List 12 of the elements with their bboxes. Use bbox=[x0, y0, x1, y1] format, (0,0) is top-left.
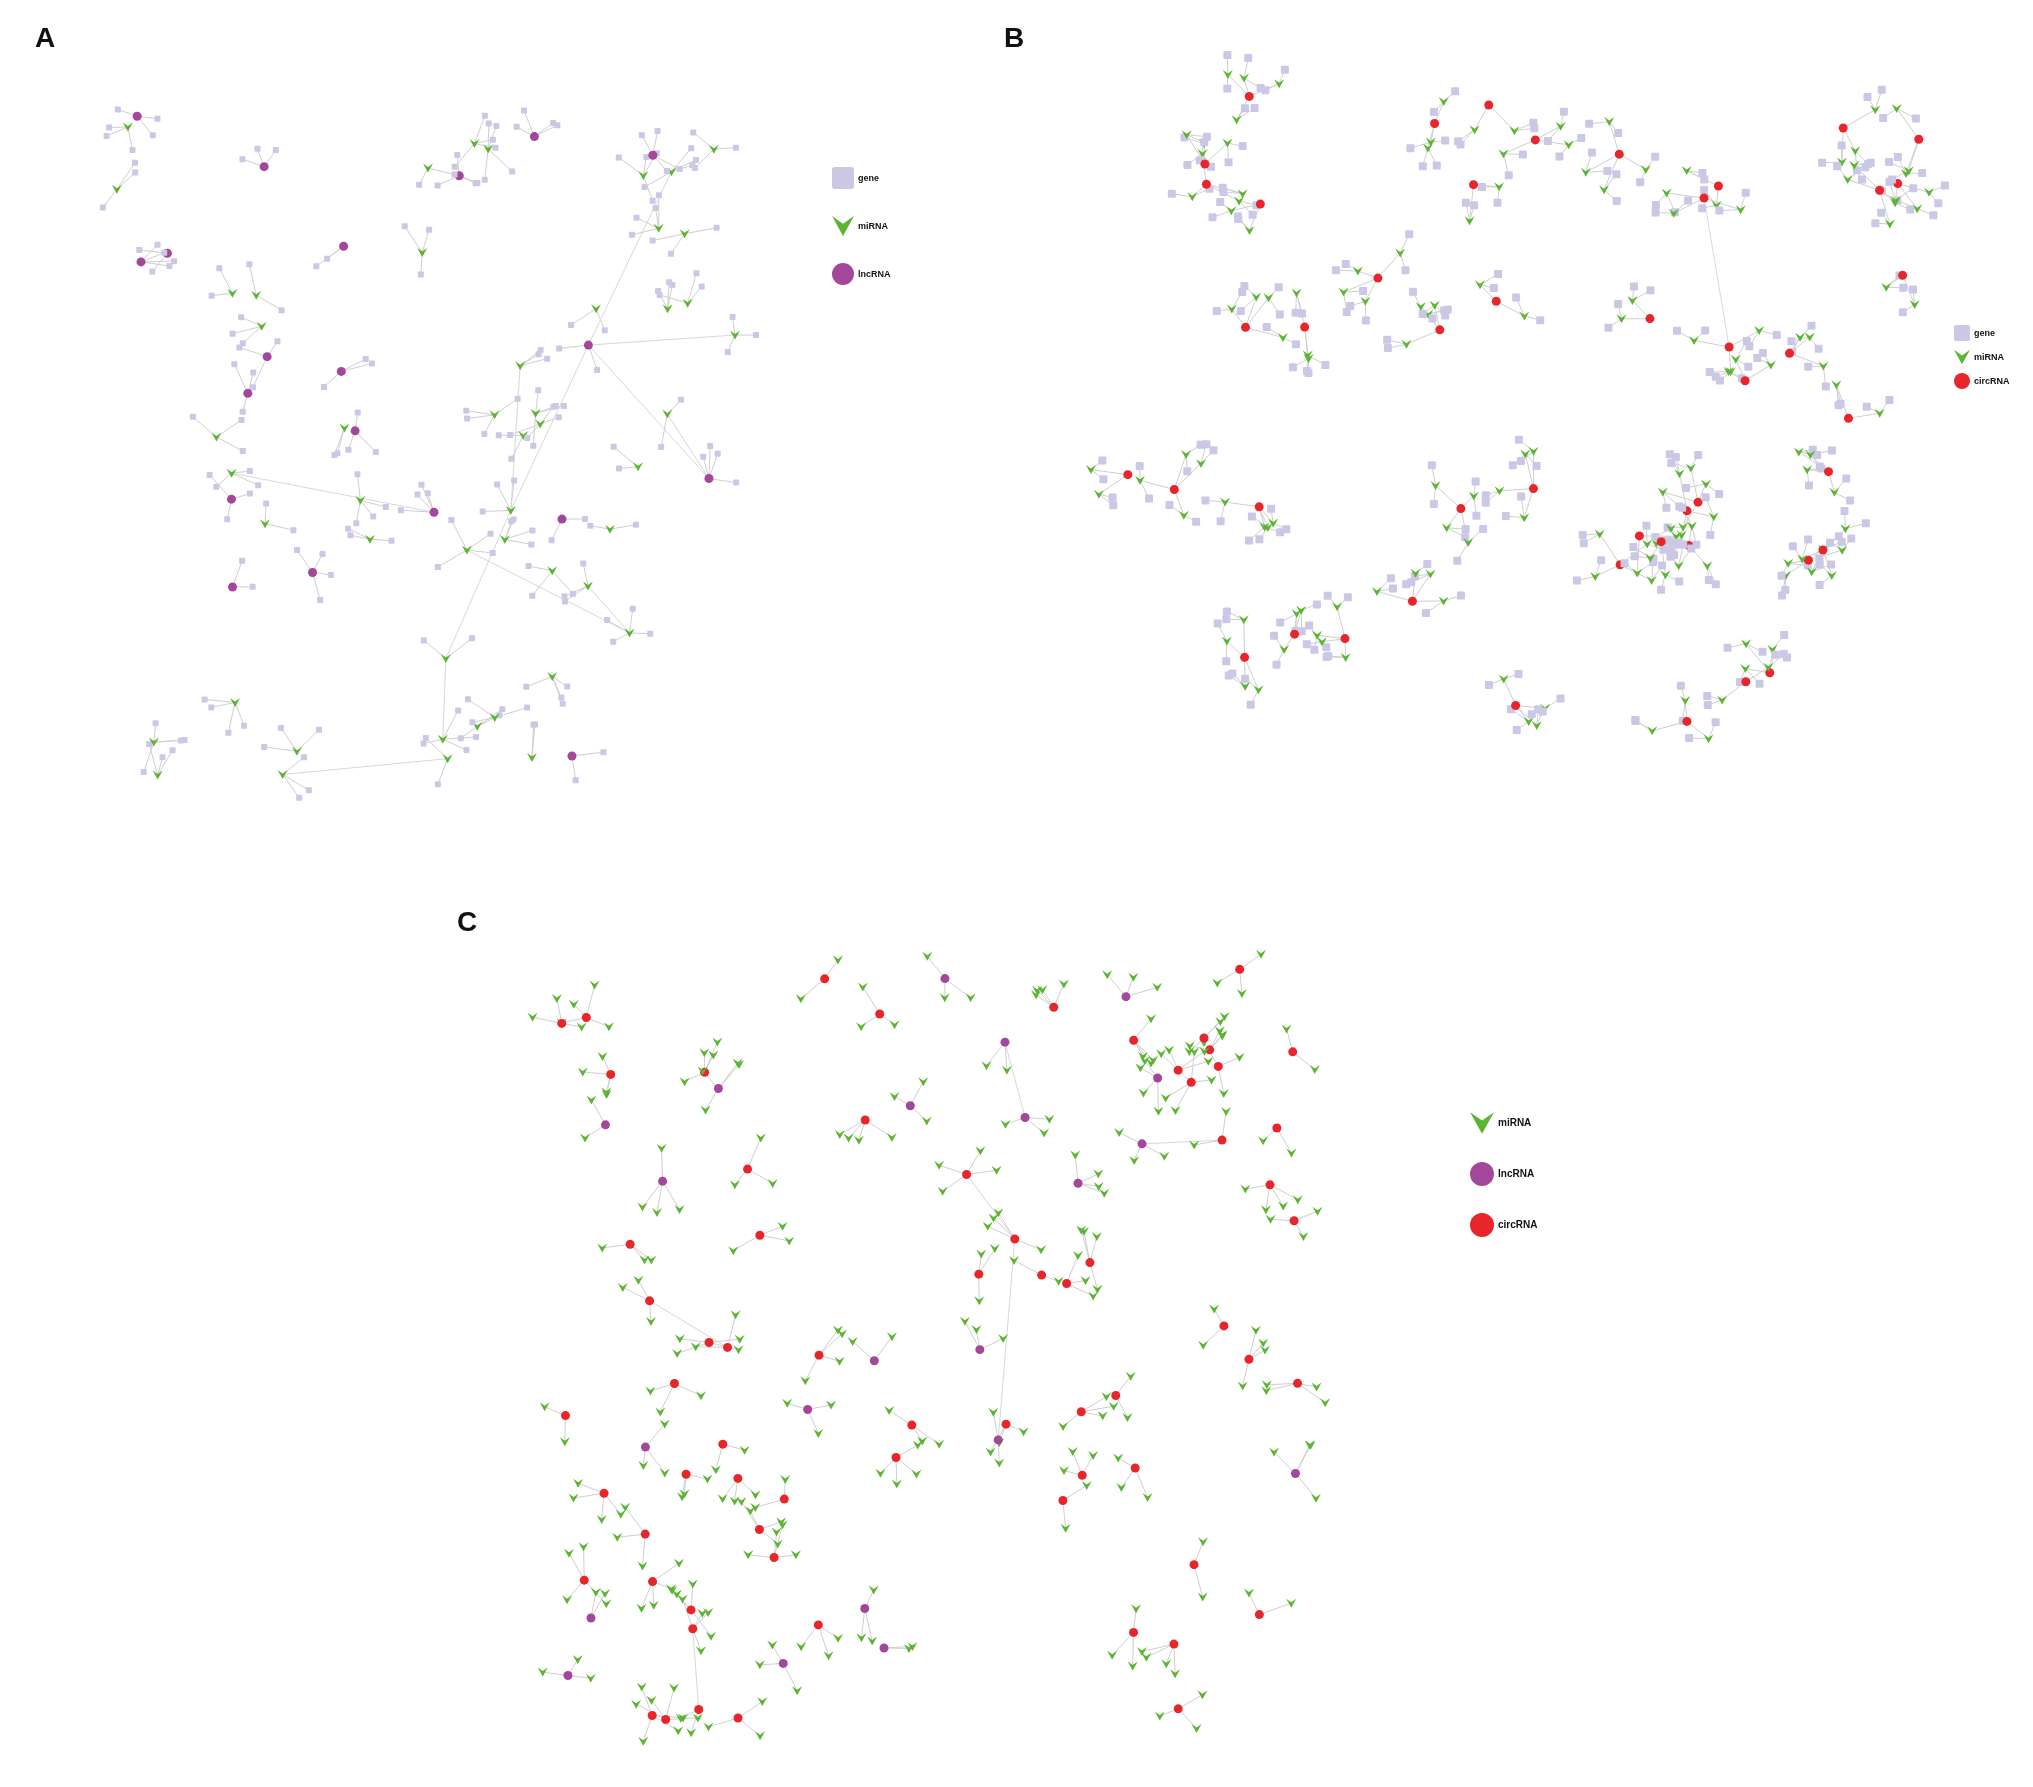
legend-label: miRNA bbox=[1974, 351, 2004, 362]
legend-label: gene bbox=[858, 172, 879, 183]
legend-label: circRNA bbox=[1974, 375, 2010, 386]
legend-label: lncRNA bbox=[858, 268, 891, 279]
panel-label: A bbox=[35, 22, 56, 54]
legend-label: lncRNA bbox=[1498, 1168, 1535, 1179]
legend-label: miRNA bbox=[1498, 1117, 1532, 1128]
legend-label: gene bbox=[1974, 327, 1995, 338]
panel-label: C bbox=[457, 906, 478, 938]
legend-label: circRNA bbox=[1498, 1219, 1538, 1230]
panel-label: B bbox=[1004, 22, 1025, 54]
legend-label: miRNA bbox=[858, 220, 888, 231]
